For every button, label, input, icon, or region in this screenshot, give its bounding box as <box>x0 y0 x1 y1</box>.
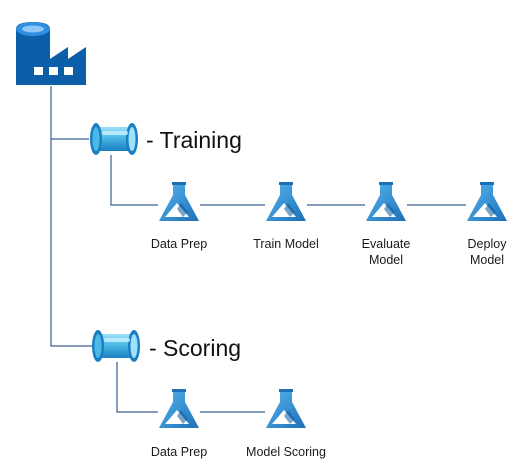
pipeline-title: - Scoring <box>149 335 241 361</box>
machine-learning-icon <box>159 389 199 428</box>
pipeline-branch-connector <box>110 155 158 206</box>
step-label: Deploy <box>468 237 508 251</box>
step-label: Data Prep <box>151 237 207 251</box>
pipeline-step: Data Prep <box>151 182 207 251</box>
pipeline-title: - Training <box>146 127 242 153</box>
pipeline-branch-connector <box>116 362 158 413</box>
step-label: Evaluate <box>362 237 411 251</box>
pipeline-icon <box>92 330 140 362</box>
machine-learning-icon <box>366 182 406 221</box>
machine-learning-icon <box>467 182 507 221</box>
machine-learning-icon <box>159 182 199 221</box>
step-label: Model Scoring <box>246 445 326 459</box>
data-factory-icon <box>16 22 86 85</box>
pipeline-step: Train Model <box>253 182 319 251</box>
trunk-connector <box>50 86 92 347</box>
step-label: Model <box>470 253 504 267</box>
pipeline-step: Data Prep <box>151 389 207 459</box>
step-label: Model <box>369 253 403 267</box>
step-label: Data Prep <box>151 445 207 459</box>
machine-learning-icon <box>266 389 306 428</box>
pipeline-step: Model Scoring <box>246 389 326 459</box>
machine-learning-icon <box>266 182 306 221</box>
step-label: Train Model <box>253 237 319 251</box>
pipeline-icon <box>90 123 138 155</box>
